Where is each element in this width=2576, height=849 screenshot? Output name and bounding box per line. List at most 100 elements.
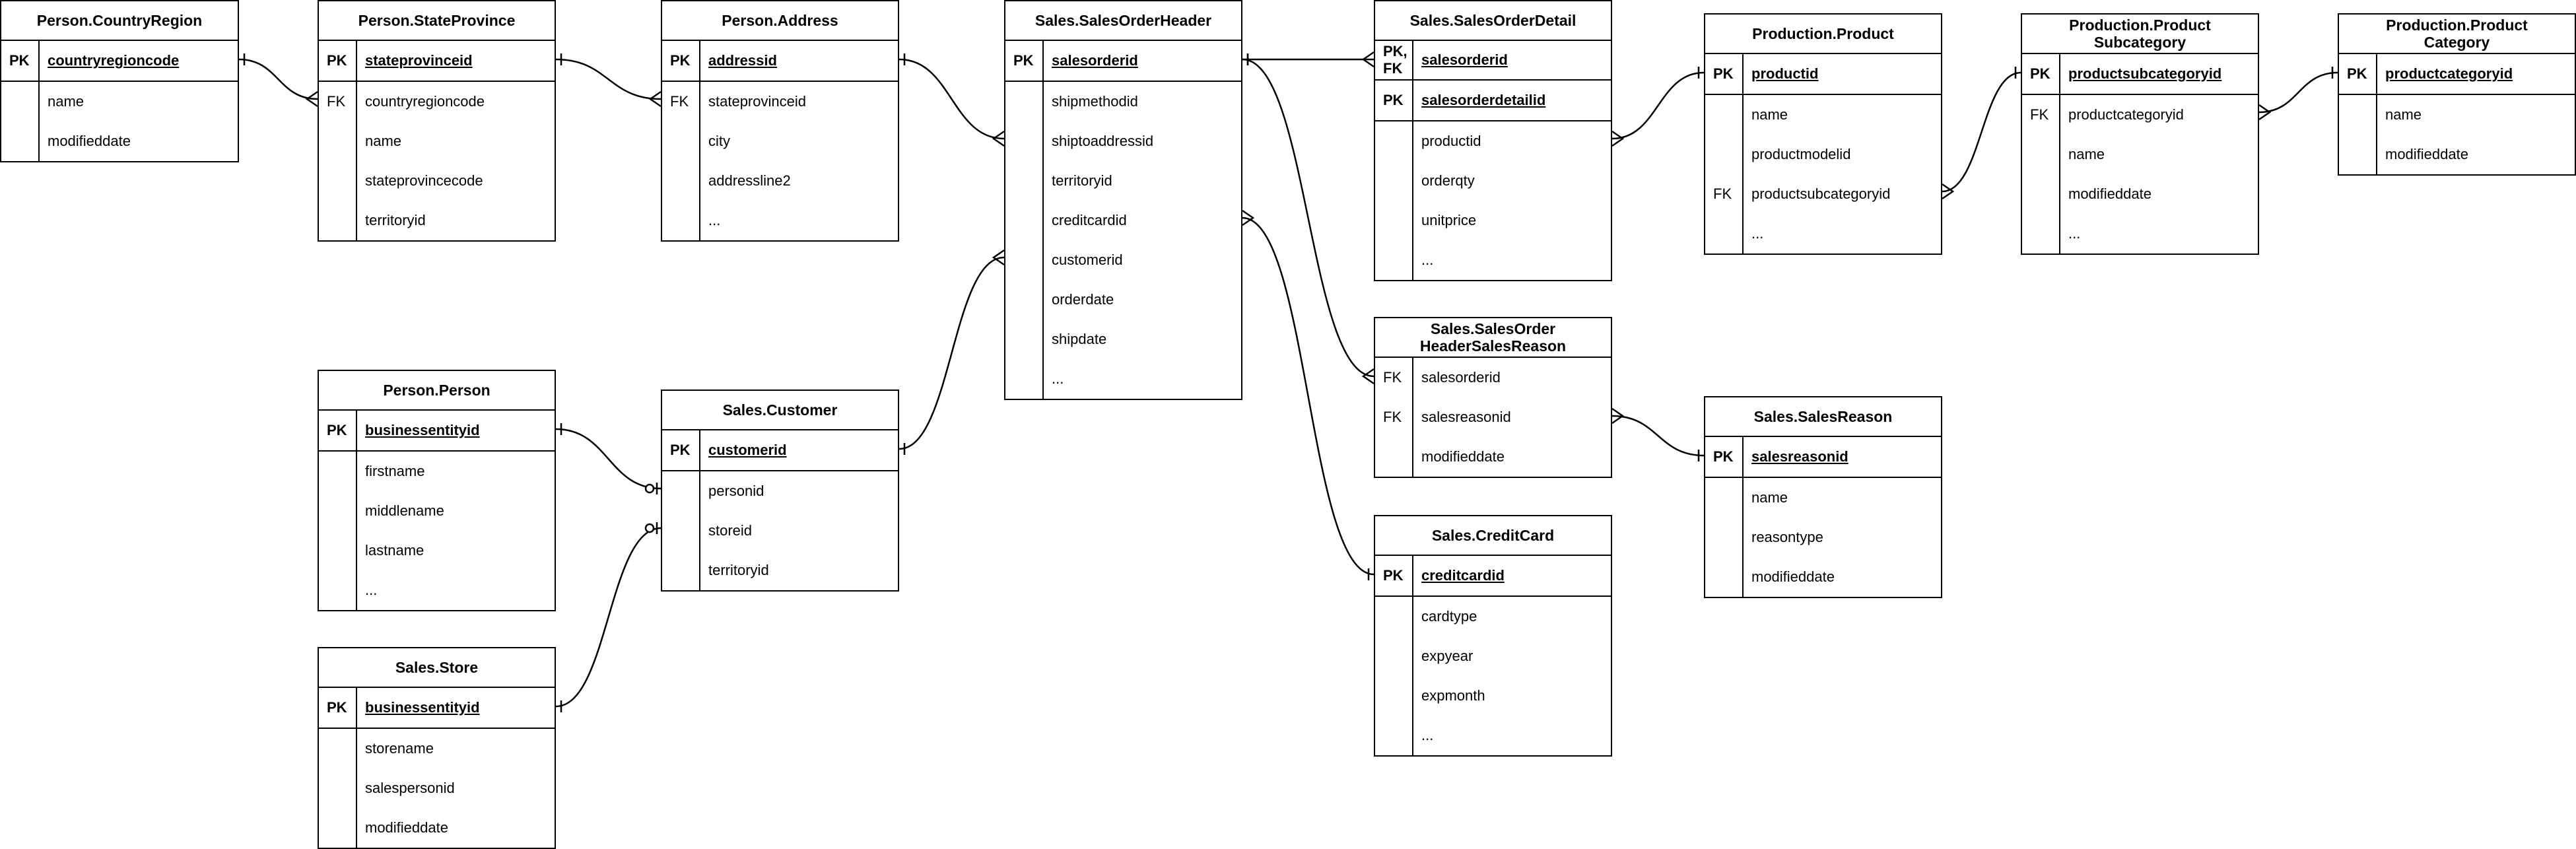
key-marker: PK (327, 422, 347, 438)
field: unitprice (1421, 212, 1477, 228)
key-marker (319, 570, 356, 610)
relationship-line (238, 58, 318, 100)
relationship-line (1611, 71, 1705, 140)
pk-field: businessentityid (365, 422, 480, 438)
field: cardtype (1421, 608, 1477, 625)
key-marker: PK (1713, 448, 1734, 465)
field: productsubcategoryid (1751, 186, 1891, 202)
field: ... (2068, 225, 2081, 242)
entity-title: Sales.SalesOrderDetail (1375, 1, 1611, 41)
pk-field: addressid (708, 52, 777, 69)
key-marker (1375, 636, 1412, 676)
field: firstname (365, 463, 425, 479)
key-marker (1375, 121, 1412, 161)
key-marker (1375, 437, 1412, 477)
key-marker: PK (1383, 567, 1404, 584)
key-marker (1, 121, 38, 161)
field: ... (1421, 252, 1434, 268)
primary-key-section: PK productcategoryid (2339, 54, 2575, 95)
field: storeid (708, 522, 753, 539)
key-marker (1375, 161, 1412, 201)
field: modifieddate (48, 133, 131, 149)
key-marker (1705, 214, 1742, 254)
field: orderqty (1421, 172, 1475, 189)
pk-field: productcategoryid (2385, 65, 2513, 82)
field: territoryid (708, 562, 769, 578)
key-marker: FK (1713, 186, 1732, 202)
entity-title: Production.Product Subcategory (2022, 15, 2258, 54)
key-marker (1005, 359, 1042, 399)
many-marker (1942, 183, 1955, 200)
key-marker: PK (670, 442, 691, 458)
pk-field: businessentityid (365, 699, 480, 716)
pk-field: salesorderid (1413, 41, 1611, 81)
field: ... (1421, 727, 1434, 743)
entity-title: Person.CountryRegion (1, 1, 238, 41)
zero-marker (644, 523, 655, 533)
many-marker (1242, 209, 1255, 226)
pk-field: customerid (708, 442, 787, 458)
key-marker (1705, 478, 1742, 518)
many-marker (305, 90, 318, 108)
key-marker (1375, 676, 1412, 716)
key-marker (1005, 280, 1042, 320)
field: lastname (365, 542, 424, 559)
entity-title: Person.Person (319, 371, 555, 411)
key-marker: FK (327, 93, 346, 110)
key-marker (319, 531, 356, 570)
key-marker (2022, 214, 2059, 254)
field: reasontype (1751, 529, 1823, 545)
field: ... (708, 212, 721, 228)
key-marker: FK (1383, 409, 1402, 425)
field: customerid (1052, 252, 1123, 268)
field: territoryid (365, 212, 426, 228)
pk-field: stateprovinceid (365, 52, 473, 69)
field: modifieddate (2385, 146, 2468, 162)
key-marker (1005, 320, 1042, 359)
key-marker (1705, 557, 1742, 597)
entity-title: Sales.SalesReason (1705, 397, 1941, 437)
relationship-line (898, 256, 1005, 450)
many-marker (1361, 368, 1374, 385)
pk-field: productsubcategoryid (2068, 65, 2222, 82)
key-marker (2022, 135, 2059, 174)
entity-title: Sales.Customer (662, 391, 898, 430)
key-marker: PK (327, 699, 347, 716)
entity-title: Sales.CreditCard (1375, 516, 1611, 556)
key-marker (2339, 135, 2376, 174)
key-marker: PK (2347, 65, 2367, 82)
field: modifieddate (2068, 186, 2152, 202)
field: countryregioncode (365, 93, 485, 110)
relationship-line (1242, 217, 1374, 576)
field: salesreasonid (1421, 409, 1511, 425)
field: shipdate (1052, 331, 1107, 347)
entity-title: Person.StateProvince (319, 1, 555, 41)
field: creditcardid (1052, 212, 1127, 228)
